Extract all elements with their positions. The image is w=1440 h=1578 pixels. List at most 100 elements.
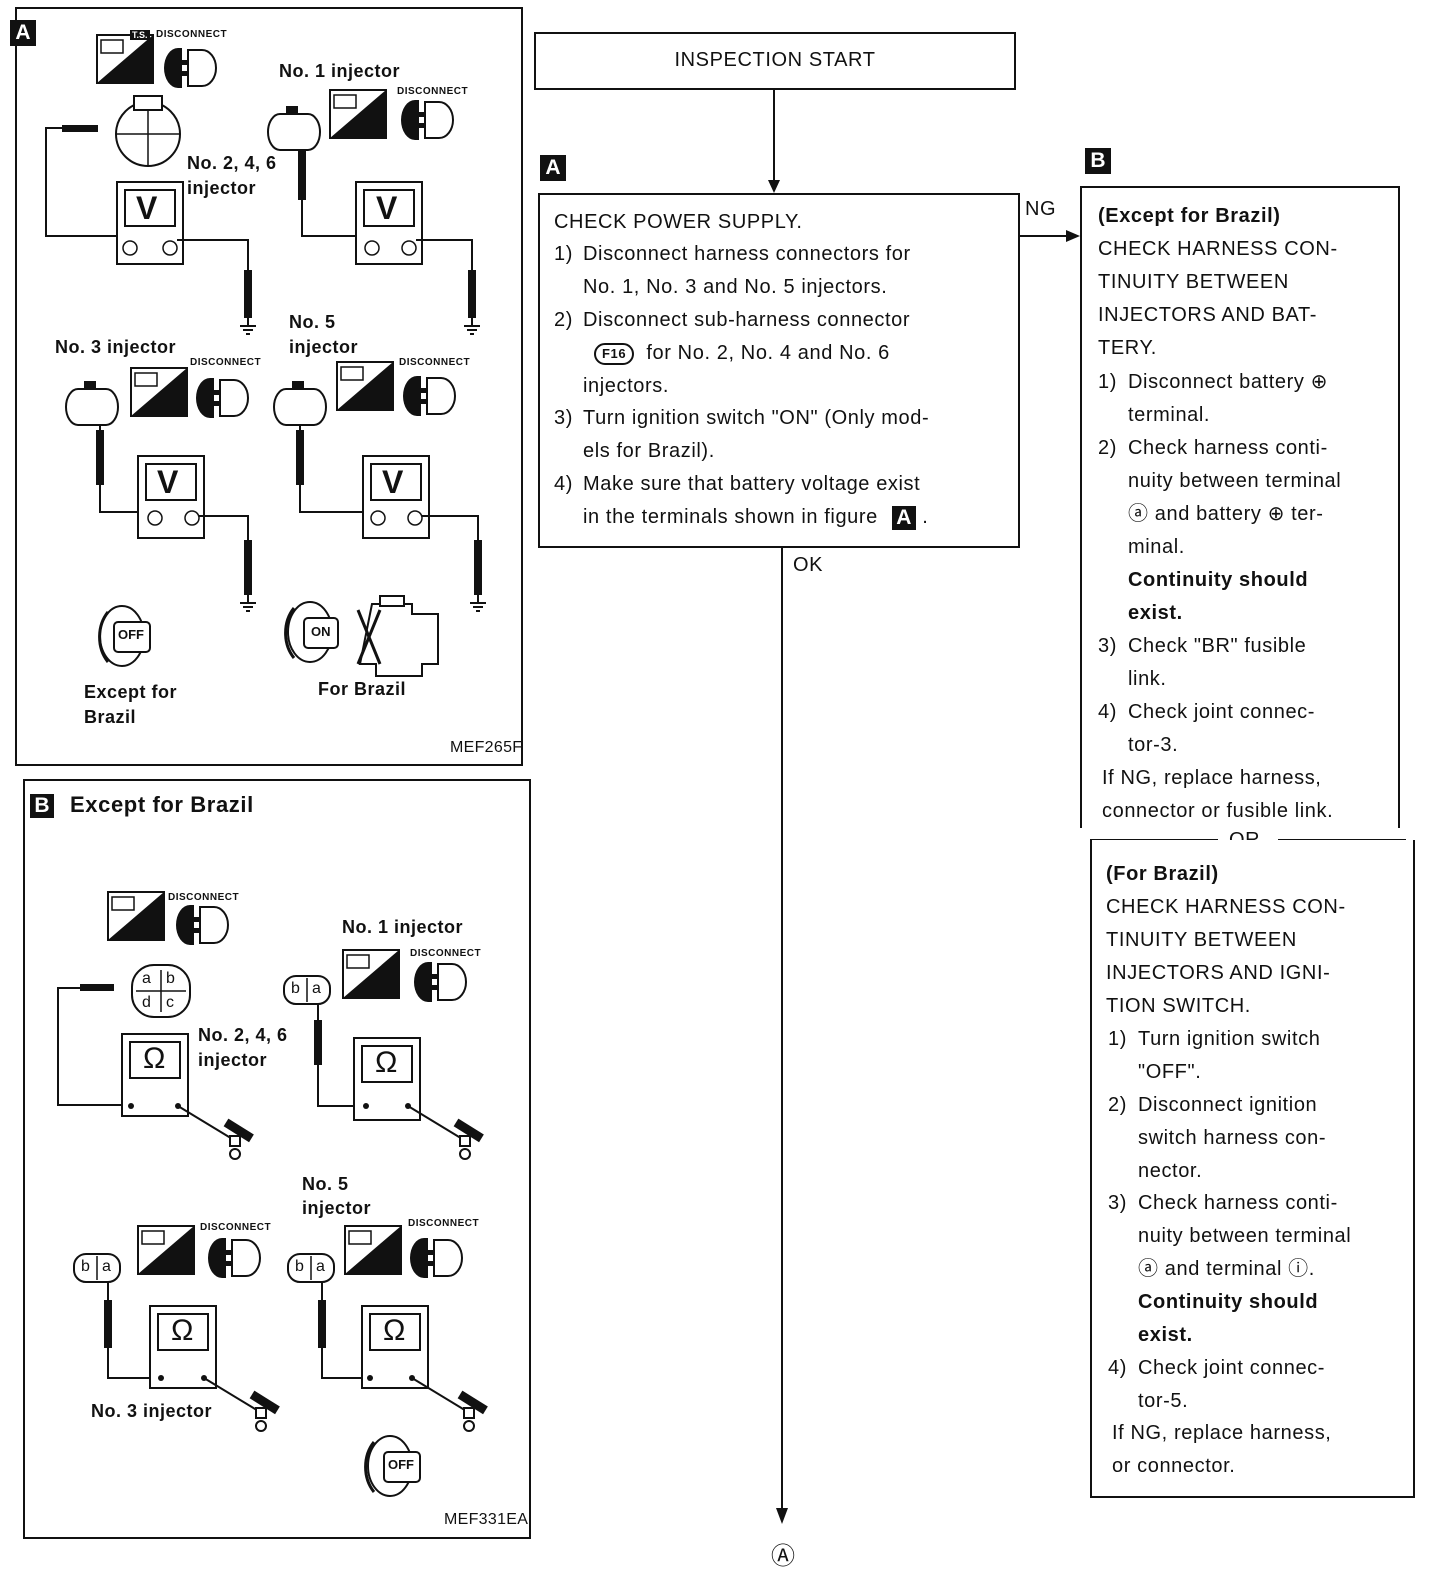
- label-injector-5: No. 5: [289, 312, 336, 332]
- disconnect-label: DISCONNECT: [200, 1222, 272, 1233]
- voltmeter-symbol: V: [376, 190, 398, 226]
- terminal-a: a: [316, 1258, 325, 1275]
- figure-b-title: Except for Brazil: [70, 792, 254, 817]
- ts-icon: [329, 89, 387, 139]
- brazil-header: (For Brazil): [1106, 863, 1219, 885]
- key-on-icon: [284, 601, 339, 663]
- key-off-label: OFF: [388, 1457, 414, 1472]
- for-brazil-box: (For Brazil) CHECK HARNESS CON- TINUITY …: [1090, 840, 1415, 1498]
- ts-icon: [130, 367, 188, 417]
- check-step-2: 2) Disconnect sub-harness connector F16 …: [554, 309, 911, 397]
- ts-icon: [336, 361, 394, 411]
- disconnect-label: DISCONNECT: [190, 357, 262, 368]
- engine-icon: [356, 595, 439, 677]
- label-injector-5-b: injector: [302, 1198, 372, 1218]
- ts-icon: [96, 34, 154, 84]
- brazil-step-1: 1) Turn ignition switch "OFF".: [1108, 1028, 1321, 1083]
- brazil-title: CHECK HARNESS CON- TINUITY BETWEEN INJEC…: [1106, 896, 1346, 1017]
- ohmmeter-symbol: Ω: [375, 1046, 398, 1079]
- voltmeter-symbol: V: [136, 190, 158, 226]
- disconnect-icon: [207, 1237, 261, 1279]
- disconnect-icon: [413, 961, 467, 1003]
- check-title: CHECK POWER SUPPLY.: [554, 211, 803, 233]
- terminal-c: c: [166, 994, 174, 1011]
- figure-a-code: MEF265F: [450, 739, 523, 756]
- ohmmeter-symbol: Ω: [171, 1314, 194, 1347]
- disconnect-label: DISCONNECT: [156, 29, 228, 40]
- label-injector-246-b: injector: [198, 1050, 268, 1070]
- key-off-icon: [98, 605, 151, 667]
- figure-b-tag: B: [30, 794, 54, 818]
- brazil-continuity-note: Continuity should exist.: [1138, 1291, 1319, 1346]
- label-injector-246: No. 2, 4, 6: [198, 1025, 288, 1045]
- disconnect-label: DISCONNECT: [410, 948, 482, 959]
- voltmeter-symbol: V: [382, 464, 404, 500]
- except-title: CHECK HARNESS CON- TINUITY BETWEEN INJEC…: [1098, 238, 1338, 359]
- inspection-start-label: INSPECTION START: [674, 49, 876, 71]
- disconnect-icon: [402, 375, 456, 417]
- brazil-step-3: 3) Check harness conti- nuity between te…: [1108, 1192, 1352, 1280]
- terminal-a: a: [312, 980, 321, 997]
- ts-icon: [137, 1225, 195, 1275]
- except-step-2: 2) Check harness conti- nuity between te…: [1098, 437, 1342, 558]
- label-injector-5-b: injector: [289, 337, 359, 357]
- continue-marker: Ⓐ: [771, 1543, 795, 1570]
- ts-icon-label: T.S.: [130, 30, 150, 40]
- check-step-3: 3) Turn ignition switch "ON" (Only mod- …: [554, 407, 930, 462]
- connector-f16-badge: F16: [594, 342, 635, 365]
- terminal-a: a: [102, 1258, 111, 1275]
- disconnect-icon: [175, 904, 229, 946]
- injector-3-connector: [65, 380, 119, 426]
- ts-icon: [342, 949, 400, 999]
- label-injector-5: No. 5: [302, 1174, 349, 1194]
- injector-1-connector: [267, 105, 321, 151]
- except-step-1: 1) Disconnect battery ⊕ terminal.: [1098, 371, 1328, 426]
- ts-icon: [107, 891, 165, 941]
- terminal-a: a: [142, 970, 151, 987]
- label-except-for-brazil-b: Brazil: [84, 707, 137, 727]
- flow-tag-b: B: [1085, 148, 1111, 174]
- label-for-brazil: For Brazil: [318, 679, 407, 699]
- except-footer: If NG, replace harness, connector or fus…: [1102, 767, 1334, 822]
- terminal-b: b: [81, 1258, 90, 1275]
- except-brazil-box: (Except for Brazil) CHECK HARNESS CON- T…: [1080, 186, 1400, 828]
- label-injector-3: No. 3 injector: [91, 1401, 213, 1421]
- inspection-start-box: INSPECTION START: [534, 32, 1016, 90]
- check-step-4: 4) Make sure that battery voltage exist …: [554, 473, 929, 530]
- check-power-supply-box: CHECK POWER SUPPLY. 1) Disconnect harnes…: [538, 193, 1020, 548]
- terminal-b: b: [166, 970, 175, 987]
- label-injector-246-b: injector: [187, 178, 257, 198]
- except-continuity-note: Continuity should exist.: [1128, 569, 1309, 624]
- key-off-icon: [364, 1435, 421, 1497]
- label-injector-246: No. 2, 4, 6: [187, 153, 277, 173]
- figure-a-ref: A: [892, 505, 917, 530]
- key-on-label: ON: [311, 624, 331, 639]
- disconnect-label: DISCONNECT: [397, 86, 469, 97]
- brazil-step-4: 4) Check joint connec- tor-5.: [1108, 1357, 1326, 1412]
- except-step-3: 3) Check "BR" fusible link.: [1098, 635, 1307, 690]
- ohmmeter-symbol: Ω: [143, 1042, 166, 1075]
- key-off-label: OFF: [118, 627, 144, 642]
- ts-icon: [344, 1225, 402, 1275]
- brazil-footer: If NG, replace harness, or connector.: [1112, 1422, 1332, 1477]
- disconnect-icon: [195, 377, 249, 419]
- disconnect-icon: [400, 99, 454, 141]
- label-injector-1: No. 1 injector: [342, 917, 464, 937]
- terminal-b: b: [291, 980, 300, 997]
- ng-label: NG: [1025, 198, 1057, 220]
- terminal-b: b: [295, 1258, 304, 1275]
- terminal-d: d: [142, 994, 151, 1011]
- brazil-step-2: 2) Disconnect ignition switch harness co…: [1108, 1094, 1327, 1182]
- ok-label: OK: [793, 554, 824, 576]
- figure-b-frame: [23, 779, 531, 1539]
- check-step-1: 1) Disconnect harness connectors for No.…: [554, 243, 911, 298]
- injector-5-connector: [273, 380, 327, 426]
- disconnect-icon: [163, 47, 217, 89]
- label-injector-1: No. 1 injector: [279, 61, 401, 81]
- ohmmeter-symbol: Ω: [383, 1314, 406, 1347]
- figure-a-frame: [15, 7, 523, 766]
- label-except-for-brazil: Except for: [84, 682, 178, 702]
- disconnect-label: DISCONNECT: [408, 1218, 480, 1229]
- label-injector-3: No. 3 injector: [55, 337, 177, 357]
